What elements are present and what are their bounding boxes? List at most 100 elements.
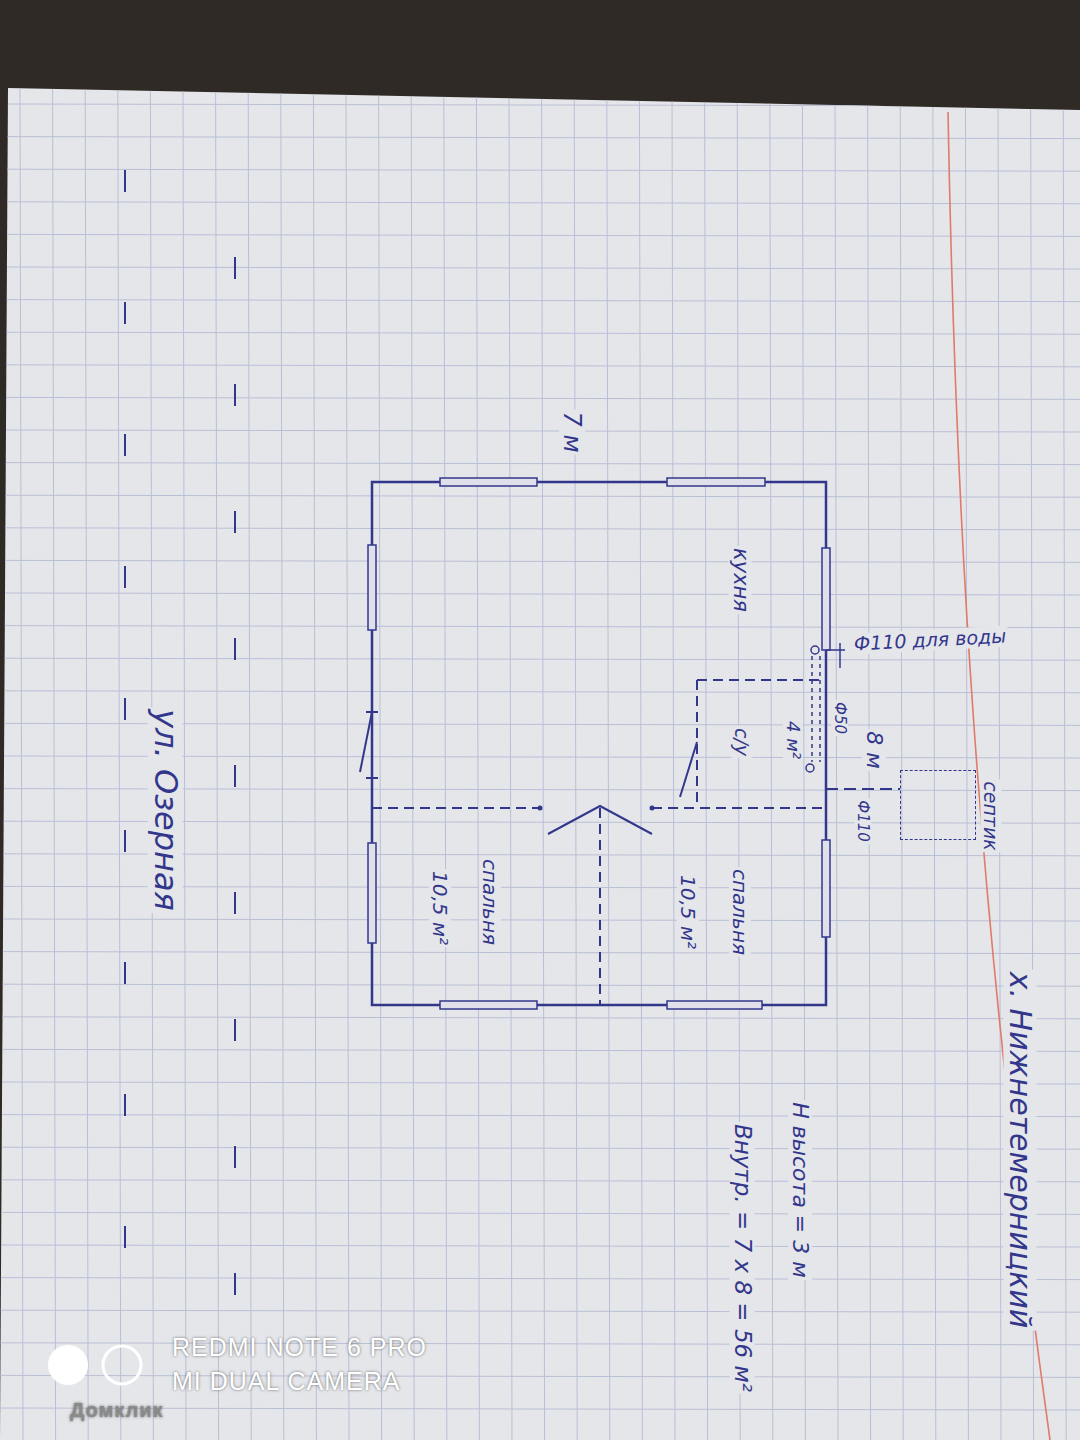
grid-line bbox=[0, 952, 1080, 954]
grid-line bbox=[0, 691, 1080, 693]
grid-line bbox=[0, 1278, 1080, 1280]
grid-line bbox=[0, 202, 1080, 204]
doors bbox=[360, 712, 697, 834]
window bbox=[667, 478, 765, 486]
grid-line bbox=[0, 984, 1080, 986]
grid-line bbox=[0, 919, 1080, 921]
grid-line bbox=[0, 495, 1080, 497]
room-area: с/у 4 м² bbox=[697, 680, 826, 808]
pipe-line bbox=[819, 656, 821, 762]
room-area-value: 4 м² bbox=[783, 719, 803, 761]
grid-line bbox=[0, 560, 1080, 562]
grid-line bbox=[0, 332, 1080, 334]
window bbox=[440, 478, 537, 486]
watermark: REDMI NOTE 6 PRO bbox=[172, 1334, 427, 1362]
grid-line bbox=[53, 80, 56, 1440]
grid-line bbox=[85, 80, 88, 1440]
partition-end bbox=[538, 806, 543, 811]
grid-line bbox=[1063, 80, 1066, 1440]
window bbox=[822, 840, 830, 937]
window bbox=[667, 1001, 762, 1009]
room-name: с/у bbox=[732, 726, 753, 758]
grid-line bbox=[933, 80, 936, 1440]
room-area-value: 10,5 м² bbox=[429, 869, 451, 947]
camera-logo bbox=[48, 1345, 88, 1385]
grid-line bbox=[0, 1180, 1080, 1182]
watermark: Домклик bbox=[70, 1399, 164, 1421]
grid-line bbox=[248, 80, 251, 1440]
area-note: Внутр. = 7 х 8 = 56 м² bbox=[729, 1122, 754, 1394]
house-wall bbox=[372, 482, 826, 1005]
door-swing bbox=[680, 742, 697, 797]
window bbox=[822, 548, 830, 650]
grid-line bbox=[313, 80, 316, 1440]
pipe-connector bbox=[826, 788, 900, 790]
pipe-end bbox=[811, 646, 819, 654]
partition-end bbox=[650, 806, 655, 811]
grid-line bbox=[0, 137, 1080, 139]
grid-line bbox=[444, 80, 447, 1440]
windows bbox=[368, 478, 830, 1009]
settlement-name: х. Нижнетемерницкий bbox=[1004, 970, 1037, 1331]
grid-line bbox=[0, 1049, 1080, 1051]
room-name: спальня bbox=[729, 867, 751, 957]
partition bbox=[696, 680, 698, 808]
grid-line bbox=[0, 1245, 1080, 1247]
grid-line bbox=[0, 365, 1080, 367]
door-swing bbox=[360, 712, 372, 772]
room-area: кухня bbox=[374, 484, 824, 678]
window bbox=[368, 545, 376, 630]
grid-line bbox=[0, 397, 1080, 399]
grid-line bbox=[281, 80, 284, 1440]
grid-line bbox=[118, 80, 121, 1440]
grid-line bbox=[0, 430, 1080, 432]
partition bbox=[652, 807, 826, 809]
grid-line bbox=[0, 267, 1080, 269]
height-note: Н высота = 3 м bbox=[788, 1100, 812, 1280]
grid-line bbox=[672, 80, 675, 1440]
grid-line bbox=[0, 1375, 1080, 1377]
pipe-line bbox=[811, 656, 813, 762]
grid-line bbox=[509, 80, 512, 1440]
pipe-label: Ф110 bbox=[855, 798, 872, 844]
street-line bbox=[124, 170, 126, 1330]
street-line bbox=[234, 170, 236, 1330]
partition bbox=[697, 679, 826, 681]
grid-line bbox=[835, 80, 838, 1440]
grid-line bbox=[0, 1310, 1080, 1312]
grid-line bbox=[0, 658, 1080, 660]
grid-line bbox=[346, 80, 349, 1440]
grid-line bbox=[0, 626, 1080, 628]
grid-line bbox=[0, 463, 1080, 465]
grid-line bbox=[998, 80, 1001, 1440]
room-name: спальня bbox=[479, 857, 501, 947]
grid-line bbox=[0, 300, 1080, 302]
grid-line bbox=[0, 1343, 1080, 1345]
room-name: септик bbox=[981, 779, 1002, 852]
watermark: MI DUAL CAMERA bbox=[172, 1368, 400, 1396]
grid-line bbox=[965, 80, 968, 1440]
grid-line bbox=[379, 80, 382, 1440]
grid-line bbox=[0, 1017, 1080, 1019]
grid-line bbox=[705, 80, 708, 1440]
grid-line bbox=[476, 80, 479, 1440]
grid-line bbox=[0, 234, 1080, 236]
grid-line bbox=[0, 1212, 1080, 1214]
camera-logo bbox=[103, 1346, 141, 1384]
grid-line bbox=[20, 80, 23, 1440]
grid-line bbox=[0, 1115, 1080, 1117]
grid-line bbox=[0, 104, 1080, 106]
water-inlet bbox=[826, 649, 845, 651]
room-name: кухня bbox=[728, 546, 751, 614]
grid-line bbox=[900, 80, 903, 1440]
room-area: спальня 10,5 м² bbox=[600, 808, 826, 1005]
partition bbox=[372, 807, 540, 809]
pipe-note: Ф50 bbox=[832, 700, 849, 736]
margin-line bbox=[948, 112, 1050, 1440]
grid-line bbox=[770, 80, 773, 1440]
pipe-end bbox=[806, 764, 814, 772]
room-area-value: 10,5 м² bbox=[677, 873, 699, 951]
grid-line bbox=[183, 80, 186, 1440]
